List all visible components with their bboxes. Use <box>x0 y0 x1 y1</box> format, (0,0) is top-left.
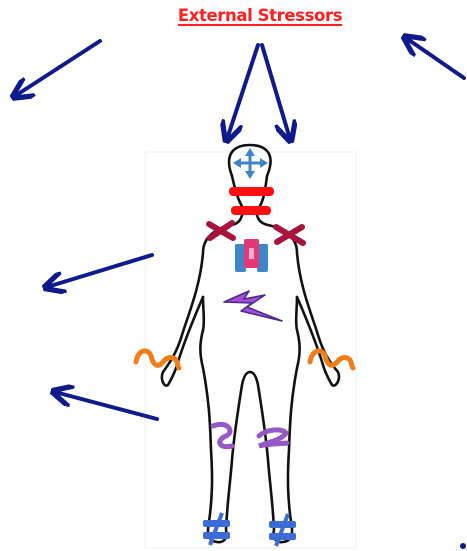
squiggle-icon <box>213 424 287 446</box>
arrow-lower-left <box>55 392 157 419</box>
lungs-icon <box>235 239 268 272</box>
stressor-arrows <box>15 38 464 419</box>
corner-dot <box>460 543 466 549</box>
body-outline <box>162 145 339 542</box>
arrow-upper-right <box>406 38 464 78</box>
red-bars-icon <box>229 187 274 215</box>
arrow-upper-left <box>15 41 100 96</box>
four-way-arrow-icon <box>233 148 268 179</box>
arrow-to-head-right <box>262 45 290 139</box>
arrow-to-head-left <box>227 45 258 139</box>
lightning-icon <box>224 291 282 321</box>
arrow-middle-left <box>47 255 152 287</box>
